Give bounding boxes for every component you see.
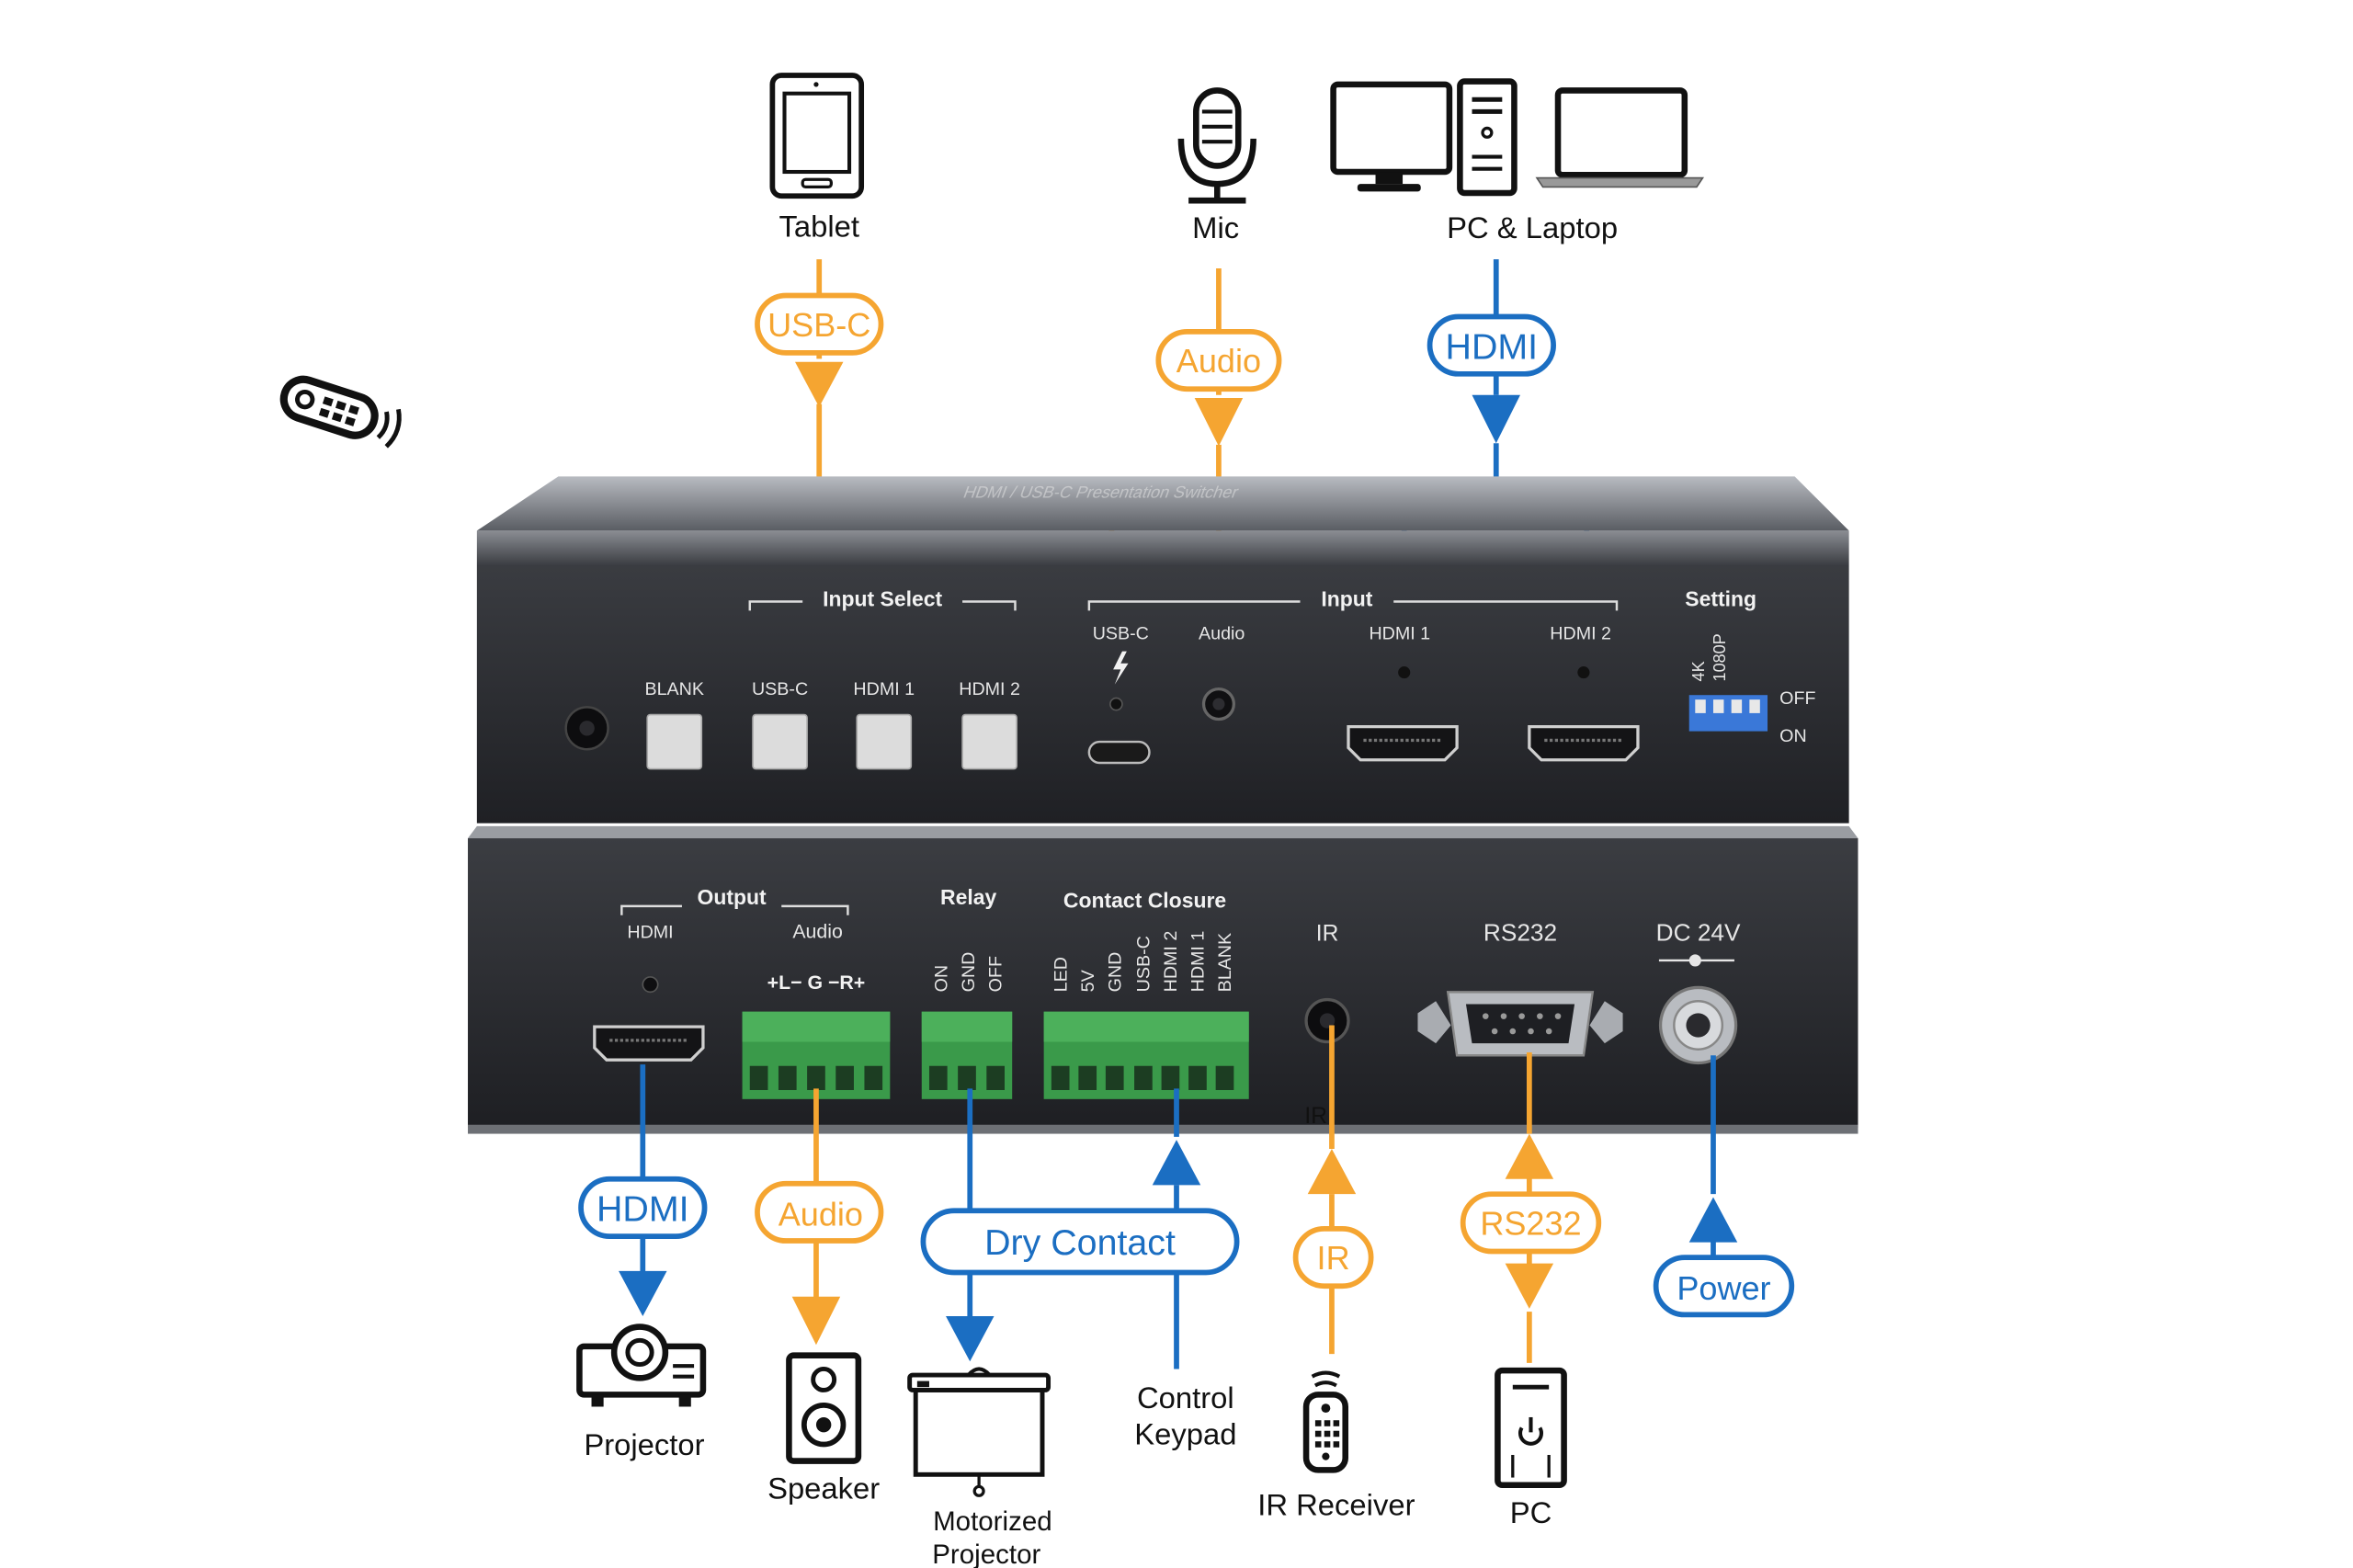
button-label-hdmi2: HDMI 2 [959,679,1020,699]
audio-output-connection: Audio [755,1088,884,1346]
tablet-label: Tablet [779,210,859,244]
tablet-icon [769,73,865,199]
motorized-label-line2: Projector [932,1540,1040,1568]
setting-label: Setting [1685,586,1756,610]
port-label-hdmi1: HDMI 1 [1369,624,1430,644]
power-connection: Power [1653,1055,1795,1318]
keypad-label-line2: Keypad [1134,1416,1236,1450]
rear-ir-label: IR [1316,922,1339,947]
rs232-connection: RS232 [1460,1051,1602,1363]
button-label-blank: BLANK [644,679,704,699]
port-label-audio: Audio [1199,624,1245,644]
blank-button[interactable] [646,713,703,770]
audio-badge-top: Audio [1176,342,1261,380]
cc-pin-hdmi2: HDMI 2 [1161,931,1181,993]
cc-pin-usb-c: USB-C [1133,936,1154,992]
dry-contact-connection: Dry Contact [920,1088,1240,1369]
dry-contact-badge: Dry Contact [984,1222,1176,1263]
hdmi-output-connection: HDMI [578,1064,708,1317]
audio-badge-bottom: Audio [779,1196,863,1233]
pc-laptop-label: PC & Laptop [1447,210,1618,244]
ir-receiver-label: IR Receiver [1257,1488,1415,1522]
hdmi-badge-bottom: HDMI [597,1189,689,1230]
dip-label-1080p: 1080P [1711,633,1729,681]
rear-hdmi-label: HDMI [627,922,673,942]
projector-label: Projector [584,1427,704,1461]
ir-connection: IR [1292,1025,1374,1355]
button-label-hdmi1: HDMI 1 [853,679,915,699]
cc-pin-gnd: GND [1105,952,1125,993]
usb-c-select-button[interactable] [752,713,808,770]
mic-label: Mic [1192,210,1239,244]
speaker-label: Speaker [767,1471,880,1506]
ir-receiver-icon [1302,1370,1349,1473]
relay-pin-off: OFF [986,956,1006,992]
projector-icon [576,1324,707,1407]
port-label-hdmi2: HDMI 2 [1550,624,1611,644]
cc-pin-led: LED [1051,957,1071,992]
rear-rs232-label: RS232 [1483,919,1557,947]
motorized-label-line1: Motorized [933,1506,1052,1537]
ir-badge: IR [1317,1239,1350,1277]
rear-audio-label: Audio [792,920,843,942]
dip-off-label: OFF [1779,688,1815,709]
rs232-badge: RS232 [1480,1204,1581,1242]
hdmi2-in-port [1528,725,1640,762]
audio-terminal-block [742,1011,891,1099]
port-label-usb-c: USB-C [1093,624,1149,644]
pc-laptop-icon [1330,78,1705,197]
rs232-port [1417,991,1623,1057]
relay-pin-on: ON [932,965,952,993]
cc-pin-hdmi1: HDMI 1 [1188,931,1209,993]
relay-label: Relay [940,885,996,909]
remote-control-icon [279,375,402,449]
usb-c-badge: USB-C [767,306,870,344]
rear-panel: Output HDMI Audio +L− G −R+ Relay ON GND… [468,825,1859,1134]
contact-closure-terminal-block [1043,1011,1249,1099]
hdmi-badge-top: HDMI [1446,326,1539,367]
cc-pin-blank: BLANK [1215,933,1235,993]
thunderbolt-icon [1113,651,1129,685]
cc-pin-5v: 5V [1078,969,1098,992]
usb-c-connection: USB-C [755,259,1115,701]
front-panel: HDMI / USB-C Presentation Switcher Input… [476,476,1849,824]
device-model-print: HDMI / USB-C Presentation Switcher [961,483,1241,501]
power-badge: Power [1677,1269,1770,1307]
projector-screen-icon [907,1367,1051,1497]
relay-terminal-block [921,1011,1013,1099]
dc-24v-label: DC 24V [1656,919,1741,947]
speaker-icon [786,1352,862,1464]
pc-tower-icon [1495,1367,1567,1489]
input-select-label: Input Select [823,586,942,610]
contact-closure-label: Contact Closure [1063,889,1226,913]
hdmi-out-port [593,1025,705,1062]
microphone-icon [1177,87,1256,204]
hdmi2-select-button[interactable] [961,713,1017,770]
hdmi1-in-port [1347,725,1459,762]
keypad-label-line1: Control [1137,1381,1234,1415]
audio-pin-labels: +L− G −R+ [767,971,866,994]
dc-power-jack [1658,985,1738,1065]
usb-c-port [1087,740,1151,765]
button-label-usb-c: USB-C [752,679,808,699]
hdmi1-select-button[interactable] [856,713,913,770]
polarity-icon [1658,954,1734,967]
dip-on-label: ON [1779,726,1807,746]
dip-label-4k: 4K [1689,661,1708,681]
ir-under-label: IR [1304,1104,1327,1129]
output-label: Output [697,885,767,909]
input-label: Input [1321,586,1372,610]
relay-pin-gnd: GND [959,952,979,993]
pc-label: PC [1510,1495,1552,1529]
